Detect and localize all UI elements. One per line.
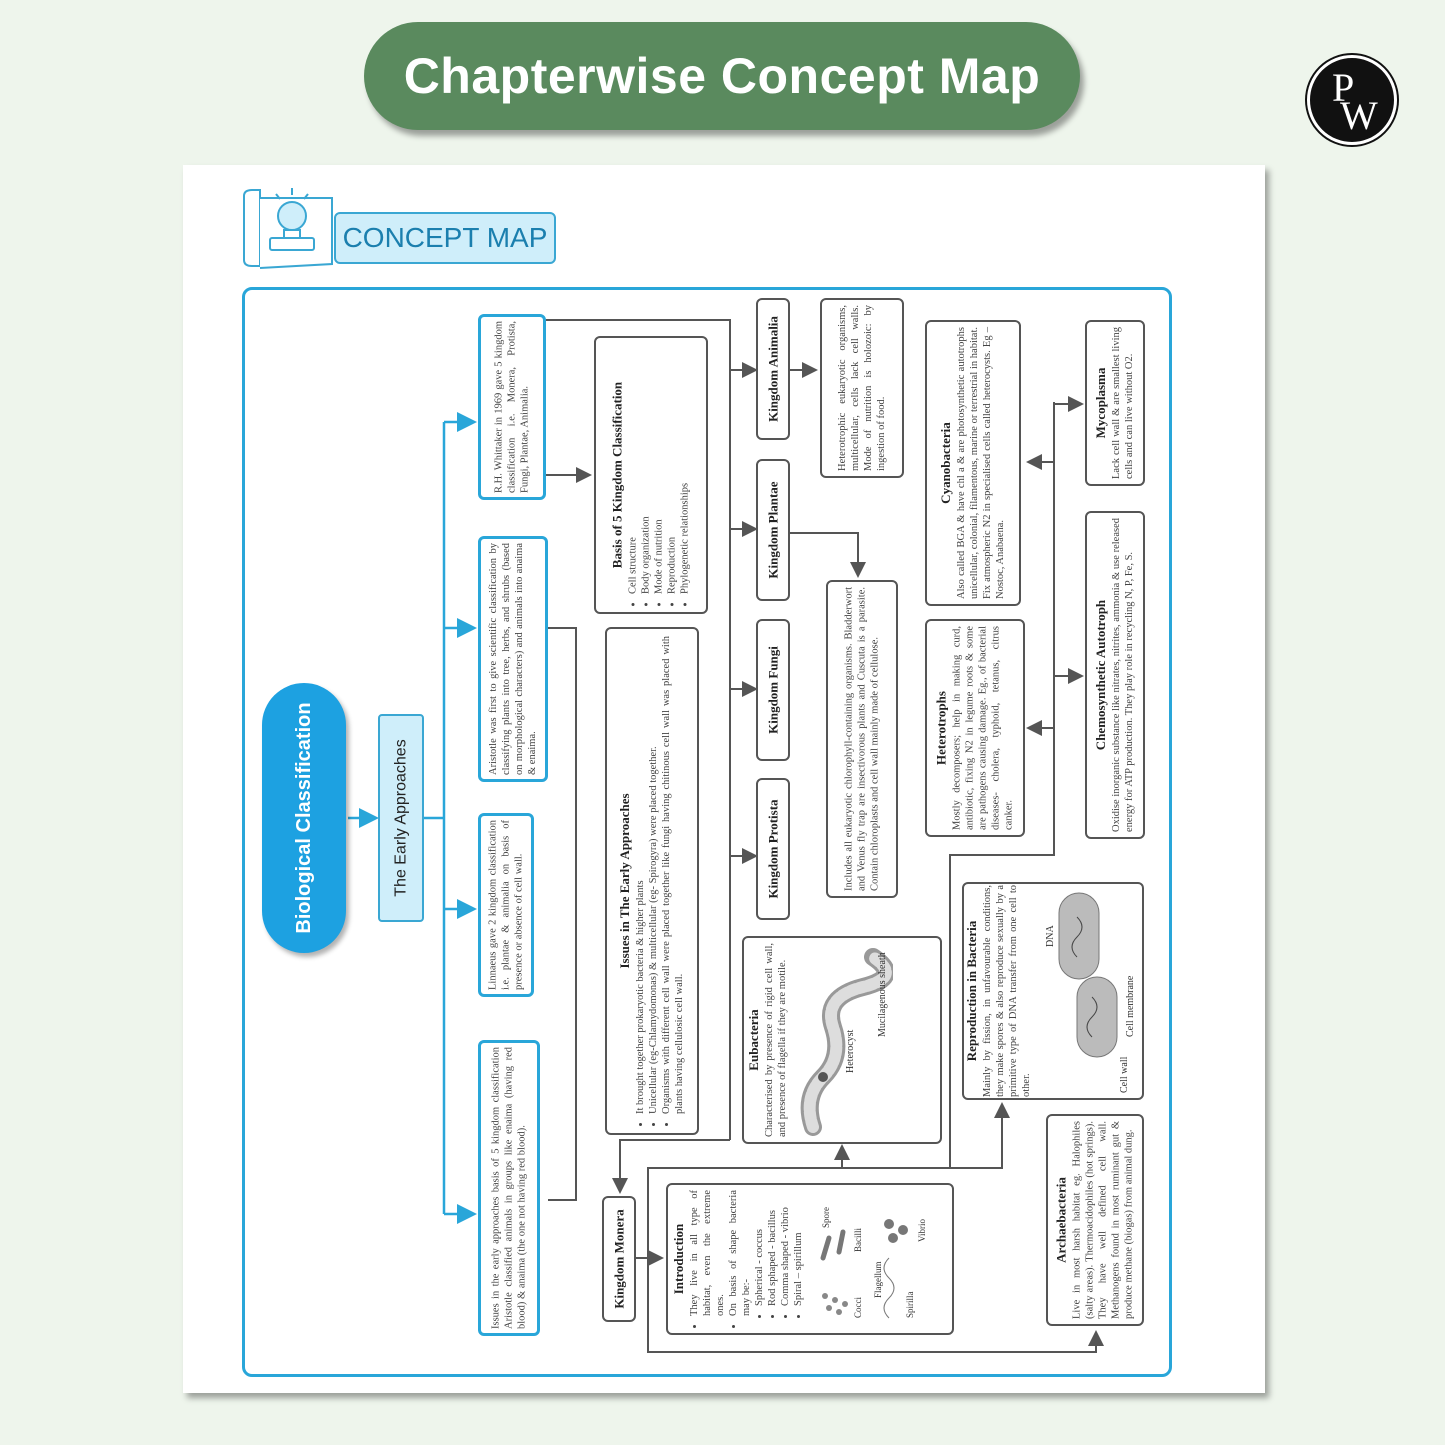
shape-item: Spiral – spirillum [792,1190,805,1307]
chemosynthetic-autotroph-box: Chemosynthetic Autotroph Oxidise inorgan… [1085,511,1145,839]
root-node-biological-classification: Biological Classification [262,683,346,953]
approach-linnaeus: Linnaeus gave 2 kingdom classification i… [478,813,534,997]
label-bacilli: Bacilli [853,1228,863,1252]
heterotrophs-title: Heterotrophs [933,691,949,765]
archaebacteria-text: Live in most harsh habitat eg. Halophile… [1071,1121,1135,1319]
basis-item: Body organization [640,344,653,594]
basis-item: Mode of nutrition [653,344,666,594]
label-spirilla: Spirilla [905,1291,915,1318]
kingdom-plantae: Kingdom Plantae [756,459,790,601]
animalia-desc-text: Heterotrophic eukaryotic organisms, mult… [837,305,887,471]
mycoplasma-title: Mycoplasma [1093,367,1108,439]
basis-item: Reproduction [666,344,679,594]
archaebacteria-box: Archaebacteria Live in most harsh habita… [1046,1114,1144,1326]
basis-item: Phylogenetic relationships [679,344,692,594]
lightbulb-scroll-icon [243,188,333,269]
introduction-box: Introduction They live in all type of ha… [666,1183,954,1335]
title-banner: Chapterwise Concept Map [364,22,1080,130]
eubacteria-text: Characterised by presence of rigid cell … [764,943,788,1137]
animalia-description: Heterotrophic eukaryotic organisms, mult… [820,298,904,478]
logo-letter-w: W [1340,93,1378,138]
concept-map-badge-label: CONCEPT MAP [342,222,548,253]
kingdom-fungi: Kingdom Fungi [756,619,790,761]
intro-point: They live in all type of habitat, even t… [688,1190,727,1316]
plantae-description: Includes all eukaryotic chlorophyll-cont… [826,580,898,898]
kingdom-animalia: Kingdom Animalia [756,298,790,440]
label-spore: Spore [821,1207,831,1228]
cyanobacteria-text: Also called BGA & have chl a & are photo… [956,327,1006,599]
approach-text: Linnaeus gave 2 kingdom classification i… [487,820,525,990]
approach-aristotle: Aristotle was first to give scientific c… [478,536,548,782]
concept-map-badge: CONCEPT MAP [334,212,556,264]
shape-item: Spherical - coccus [753,1190,766,1306]
kingdom-monera: Kingdom Monera [602,1196,636,1322]
basis-item: Cell structure [627,344,640,594]
introduction-points: They live in all type of habitat, even t… [688,1190,753,1328]
kingdom-monera-label: Kingdom Monera [611,1209,627,1309]
intro-point: On basis of shape bacteria may be:- [727,1190,753,1316]
mycoplasma-text: Lack cell wall & are smallest living cel… [1111,327,1135,479]
approach-text: Issues in the early approaches basis of … [490,1047,528,1329]
cyanobacteria-box: Cyanobacteria Also called BGA & have chl… [925,320,1021,606]
archaebacteria-title: Archaebacteria [1053,1177,1069,1263]
shape-list: Spherical - coccus Rod sphaped - bacillu… [753,1190,805,1328]
approach-issues: Issues in the early approaches basis of … [478,1040,540,1336]
kingdom-animalia-label: Kingdom Animalia [765,316,781,422]
issues-list: It brought together prokaryotic bacteria… [634,636,686,1126]
label-dna: DNA [1045,925,1056,947]
approach-text: Aristotle was first to give scientific c… [488,543,538,775]
issues-early-approaches: Issues in The Early Approaches It brough… [605,627,699,1135]
introduction-title: Introduction [671,1223,686,1295]
label-heterocyst: Heterocyst [845,1029,856,1073]
mycoplasma-box: Mycoplasma Lack cell wall & are smallest… [1085,320,1145,486]
label-vibrio: Vibrio [917,1219,927,1242]
issues-item: It brought together prokaryotic bacteria… [634,636,647,1114]
heterotrophs-box: Heterotrophs Mostly decomposers; help in… [925,619,1025,837]
basis-title: Basis of 5 Kingdom Classification [609,381,625,569]
label-flagellum: Flagellum [873,1262,883,1299]
diagram-frame [242,287,1172,1377]
basis-of-5-kingdom: Basis of 5 Kingdom Classification Cell s… [594,336,708,614]
reproduction-bacteria-box: Reproduction in Bacteria Mainly by fissi… [962,882,1144,1100]
approach-whittaker: R.H. Whittaker in 1969 gave 5 kingdom cl… [478,314,546,500]
root-label: Biological Classification [293,702,315,934]
page-title: Chapterwise Concept Map [403,48,1041,104]
logo-letter-p: P [1332,65,1355,110]
cyanobacteria-title: Cyanobacteria [938,422,953,504]
heterotrophs-text: Mostly decomposers; help in making curd,… [951,626,1015,830]
early-approaches-label: The Early Approaches [392,739,410,897]
label-cell-wall: Cell wall [1119,1056,1130,1093]
bacterial-fission-illustration: Cell wall Cell membrane DNA [1045,892,1136,1093]
node-early-approaches: The Early Approaches [378,714,424,922]
kingdom-plantae-label: Kingdom Plantae [765,481,781,579]
plantae-desc-text: Includes all eukaryotic chlorophyll-cont… [843,587,881,891]
eubacteria-box: Eubacteria Characterised by presence of … [742,936,942,1144]
pw-logo: P W [1307,55,1397,145]
basis-list: Cell structure Body organization Mode of… [627,344,692,606]
kingdom-fungi-label: Kingdom Fungi [765,646,781,734]
label-cell-membrane: Cell membrane [1125,975,1136,1037]
filamentous-bacteria-illustration: Heterocyst Mucilagenous sheath [800,948,893,1136]
chemo-text: Oxidise inorganic substance like nitrate… [1111,518,1135,832]
issues-item: Organisms with different cell wall were … [660,636,686,1114]
reproduction-text: Mainly by fission, in unfavourable condi… [982,885,1032,1097]
eubacteria-title: Eubacteria [746,1009,761,1071]
kingdom-protista: Kingdom Protista [756,778,790,920]
issues-item: Unicellular (eg-Chlamydomonas) & multice… [647,636,660,1114]
label-cocci: Cocci [853,1297,863,1318]
shape-item: Rod sphaped - bacillus [766,1190,779,1306]
shape-item: Comma shaped - vibrio [779,1190,792,1306]
issues-title: Issues in The Early Approaches [617,793,632,969]
reproduction-title: Reproduction in Bacteria [964,920,979,1062]
label-mucilagenous-sheath: Mucilagenous sheath [877,952,888,1037]
approach-text: R.H. Whittaker in 1969 gave 5 kingdom cl… [493,321,531,493]
kingdom-protista-label: Kingdom Protista [765,799,781,899]
bacteria-shapes-illustration: Cocci Spore Bacilli Spirilla Flagellum V… [820,1207,927,1319]
chemo-title: Chemosynthetic Autotroph [1093,599,1108,751]
